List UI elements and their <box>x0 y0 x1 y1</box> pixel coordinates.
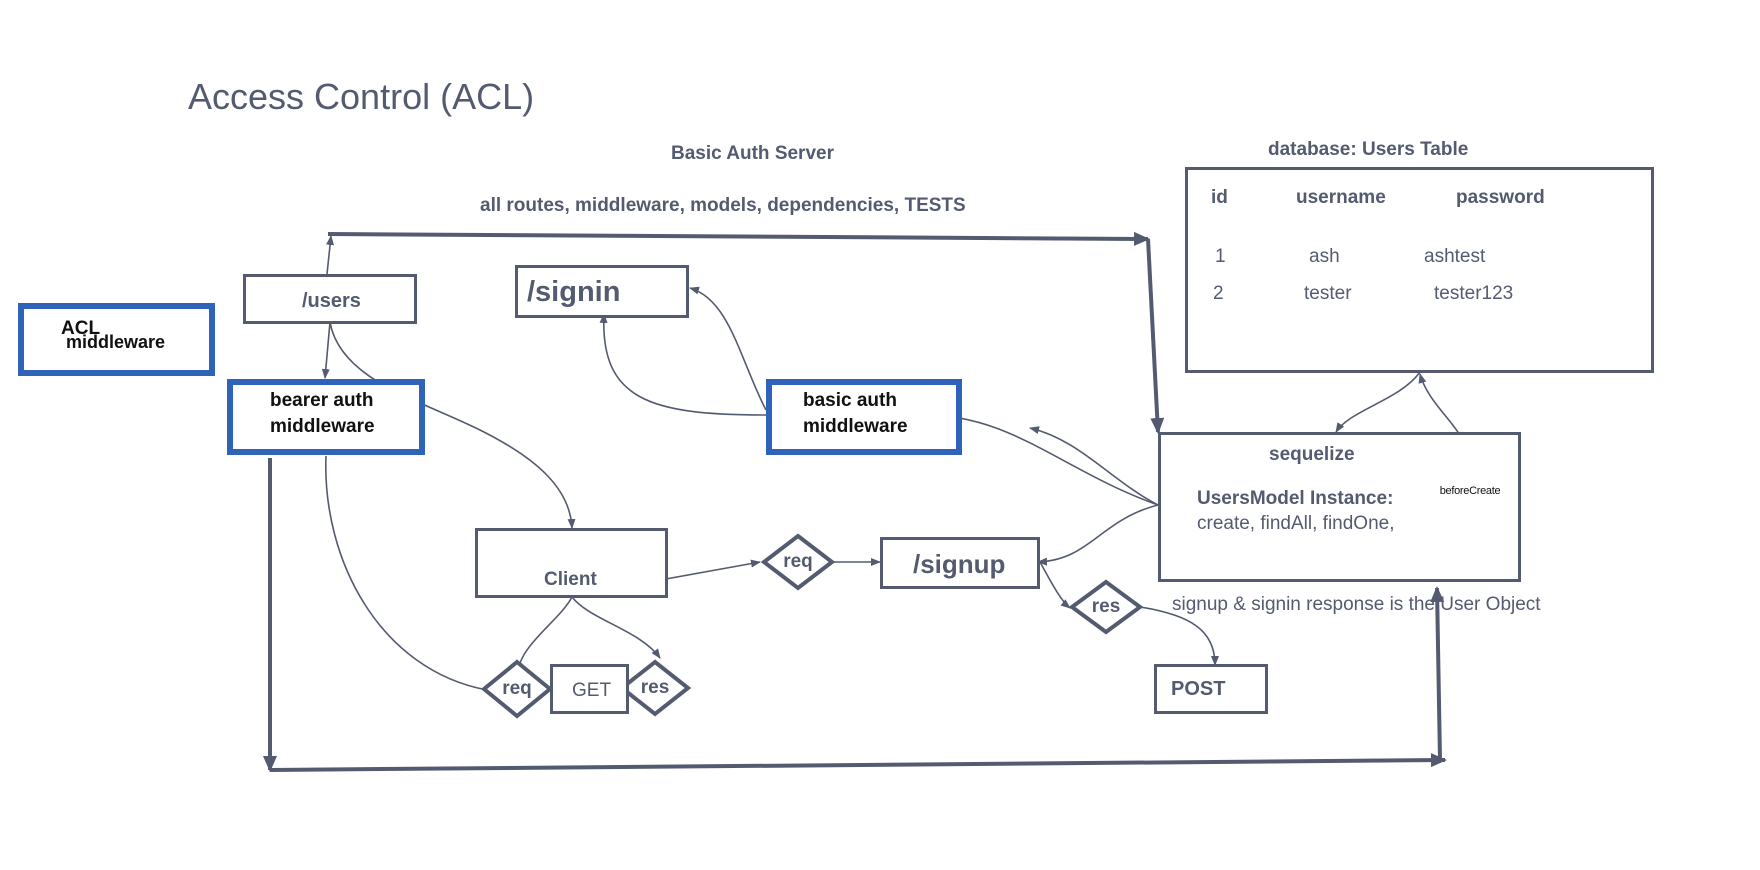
acl-middleware-node: ACL middleware <box>18 303 215 376</box>
users-route-label: /users <box>302 290 361 312</box>
get-res-diamond <box>618 659 692 717</box>
page-title: Access Control (ACL) <box>188 76 535 117</box>
database-title: database: Users Table <box>1268 139 1469 160</box>
basic-to-signin-curve <box>689 286 767 411</box>
bearer-auth-middleware-node: bearer auth middleware <box>227 379 425 455</box>
sequelize-node: sequelize UsersModel Instance: create, f… <box>1158 432 1521 582</box>
table-cell-username: tester <box>1304 283 1352 304</box>
post-method-node: POST <box>1154 664 1268 714</box>
signin-route-node: /signin <box>515 265 689 318</box>
basic-auth-middleware-node: basic auth middleware <box>766 379 962 455</box>
frame-bottom-arrow <box>269 753 1447 772</box>
acl-label: ACL <box>61 318 101 339</box>
res-to-post-arrow <box>1139 606 1219 666</box>
sequelize-label: sequelize <box>1269 444 1355 465</box>
get-method-node: GET <box>550 664 629 714</box>
sequelize-to-signup-arrow <box>1037 504 1159 566</box>
basic-to-signin-arrow <box>599 313 767 416</box>
server-frame <box>263 231 1447 772</box>
table-header-id: id <box>1211 187 1228 208</box>
table-cell-id: 1 <box>1215 246 1226 267</box>
get-method-label: GET <box>572 680 612 701</box>
users-route-node: /users <box>243 274 417 324</box>
client-to-getres-arrow <box>571 596 661 659</box>
table-to-sequelize-arrow <box>1335 371 1421 433</box>
bearer-auth-label: bearer auth <box>270 390 374 411</box>
frame-right-arrow <box>1146 238 1165 434</box>
users-table: id username password 1 ash ashtest 2 tes… <box>1185 167 1654 373</box>
table-header-username: username <box>1296 187 1386 208</box>
signup-to-res-arrow <box>1039 561 1071 609</box>
users-up-arrow <box>326 235 335 275</box>
bearer-to-req-arrow <box>325 455 488 691</box>
before-create-hook-label: beforeCreate <box>1439 485 1501 497</box>
bearer-middleware-label: middleware <box>270 416 375 437</box>
table-header-password: password <box>1456 187 1545 208</box>
thin-connectors <box>321 235 1471 691</box>
get-req-label: req <box>502 678 532 699</box>
signup-route-label: /signup <box>913 549 1006 579</box>
signin-route-label: /signin <box>527 276 621 308</box>
sequelize-to-left-arrow <box>1029 426 1159 506</box>
res-diamond <box>1068 579 1144 635</box>
acl-middleware-label: middleware <box>66 332 166 352</box>
response-note: signup & signin response is the User Obj… <box>1172 594 1541 615</box>
frame-top-arrow <box>327 231 1150 246</box>
table-cell-password: tester123 <box>1434 283 1514 304</box>
signup-route-node: /signup <box>880 537 1040 589</box>
table-cell-password: ashtest <box>1424 246 1486 267</box>
client-label: Client <box>544 569 597 590</box>
client-to-getreq-arrow <box>514 596 573 673</box>
server-subtitle: all routes, middleware, models, dependen… <box>480 195 966 216</box>
req-diamond <box>760 533 836 591</box>
client-node: Client <box>475 528 668 598</box>
users-to-client-arrow <box>329 321 576 529</box>
req-label: req <box>783 551 813 572</box>
users-model-methods: create, findAll, findOne, <box>1197 513 1395 534</box>
get-res-label: res <box>640 677 670 698</box>
post-method-label: POST <box>1171 678 1226 700</box>
server-title: Basic Auth Server <box>671 143 834 164</box>
res-label: res <box>1091 596 1121 617</box>
frame-bottom-right-arrow <box>1430 586 1445 761</box>
basic-middleware-label: middleware <box>803 416 908 437</box>
users-to-bearer-arrow <box>321 321 331 379</box>
basic-auth-label: basic auth <box>803 390 897 411</box>
get-req-diamond <box>480 659 554 719</box>
table-cell-username: ash <box>1309 246 1340 267</box>
table-cell-id: 2 <box>1213 283 1224 304</box>
users-model-title: UsersModel Instance: <box>1197 488 1394 509</box>
